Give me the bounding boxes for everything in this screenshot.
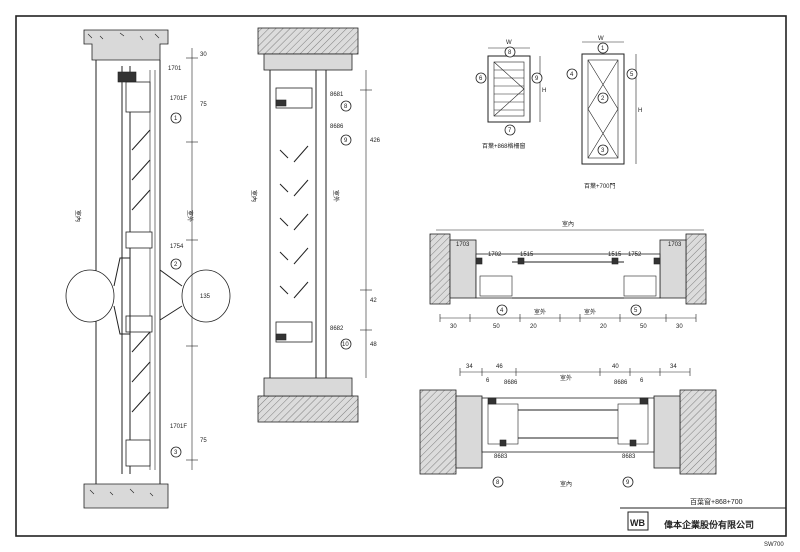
plan-b-wall-left [419, 389, 457, 475]
section-a-ref-2: 2 [174, 262, 178, 268]
door-knob-right [181, 269, 231, 323]
elevation-868-ref-4: 7 [508, 128, 512, 134]
elevation-700-w: W [598, 36, 604, 42]
plan-a-dim-3: 20 [530, 324, 537, 330]
plan-a-bottom-label-right: 室外 [584, 308, 596, 316]
section-b-ref-1: 8 [344, 104, 348, 110]
plan-b-dim-1: 34 [466, 364, 473, 370]
elevation-700-ref-1: 1 [601, 46, 605, 52]
plan-b-dim-3: 40 [612, 364, 619, 370]
sheet-border [15, 15, 787, 537]
plan-a-callout-1: 1703 [456, 242, 470, 248]
plan-b-dim-small-2: 6 [640, 378, 644, 384]
elevation-868-caption: 百葉+868格柵窗 [482, 142, 526, 150]
plan-a-dim-5: 50 [640, 324, 647, 330]
plan-a-dim-2: 50 [493, 324, 500, 330]
elevation-868-ref-2: 8 [508, 50, 512, 56]
plan-b-callout-3: 8683 [494, 454, 508, 460]
section-a-interior-label: 室內 [74, 210, 82, 222]
elevation-868-h: H [542, 88, 546, 94]
plan-a-dim-6: 30 [676, 324, 683, 330]
elevation-700-ref-2: 4 [570, 72, 574, 78]
section-b-callout-1: 8681 [330, 92, 344, 98]
plan-b: 室外 34 46 40 34 6 6 8686 8686 8683 8683 8… [419, 364, 717, 488]
section-b-interior-label: 室內 [250, 190, 258, 202]
elevation-700-h: H [638, 108, 642, 114]
section-b-dim-2: 42 [370, 298, 377, 304]
section-b-bottom-slab [257, 395, 359, 423]
section-a-ref-3: 3 [174, 450, 178, 456]
company-logo-text: WB [630, 518, 645, 528]
title-block: 百葉窗+868+700 WB 偉本企業股份有限公司 SW700 [620, 497, 786, 548]
plan-b-callout-2: 8686 [614, 380, 628, 386]
section-a: 室內 室外 30 75 135 75 1701 1701F 1754 1701F… [65, 29, 231, 509]
section-a-ref-1: 1 [174, 116, 178, 122]
section-a-bottom-slab [83, 483, 169, 509]
section-a-callout-2: 1701F [170, 96, 187, 102]
elevation-868-w: W [506, 40, 512, 46]
company-logo [627, 511, 649, 531]
company-name: 偉本企業股份有限公司 [664, 519, 754, 530]
section-b-ref-2: 9 [344, 138, 348, 144]
plan-a-callout-3: 1515 [520, 252, 534, 258]
plan-b-callout-4: 8683 [622, 454, 636, 460]
elevation-700: W H 1 4 5 2 3 百葉+700門 [566, 36, 642, 190]
plan-a-ref-1: 4 [500, 308, 504, 314]
plan-a-callout-5: 1752 [628, 252, 642, 258]
elevation-868: W H 6 8 9 7 百葉+868格柵窗 [475, 40, 546, 150]
section-a-dim-4: 75 [200, 438, 207, 444]
plan-b-callout-1: 8686 [504, 380, 518, 386]
plan-b-ref-1: 8 [496, 480, 500, 486]
elevation-868-ref-1: 6 [479, 76, 483, 82]
sheet-number: SW700 [764, 542, 784, 548]
section-a-callout-3: 1754 [170, 244, 184, 250]
plan-b-dim-4: 34 [670, 364, 677, 370]
elevation-700-ref-5: 3 [601, 148, 605, 154]
plan-a-top-label: 室內 [562, 220, 574, 228]
plan-b-dim-small-1: 6 [486, 378, 490, 384]
section-a-exterior-label: 室外 [186, 210, 194, 222]
plan-a-wall-left [429, 233, 451, 305]
section-b-exterior-label: 室外 [332, 190, 340, 202]
section-b-callout-3: 8682 [330, 326, 344, 332]
section-a-callout-1: 1701 [168, 66, 182, 72]
drawing-title: 百葉窗+868+700 [690, 497, 743, 506]
plan-b-dim-2: 46 [496, 364, 503, 370]
plan-a-dim-4: 20 [600, 324, 607, 330]
section-a-dim-2: 75 [200, 102, 207, 108]
elevation-700-ref-3: 5 [630, 72, 634, 78]
plan-a-dim-1: 30 [450, 324, 457, 330]
section-b-dim-1: 426 [370, 138, 381, 144]
elevation-868-ref-3: 9 [535, 76, 539, 82]
plan-a-bottom-label-left: 室外 [534, 308, 546, 316]
plan-b-wall-right [679, 389, 717, 475]
section-a-dim-3: 135 [200, 294, 211, 300]
plan-a: 室內 1703 1702 1515 1515 1752 1703 4 5 30 … [429, 220, 707, 330]
plan-a-ref-2: 5 [634, 308, 638, 314]
section-b-callout-2: 8686 [330, 124, 344, 130]
section-a-callout-4: 1701F [170, 424, 187, 430]
elevation-700-ref-4: 2 [601, 96, 605, 102]
plan-b-bottom-label: 室內 [560, 480, 572, 488]
section-b-top-slab [257, 27, 359, 55]
plan-b-ref-2: 9 [626, 480, 630, 486]
plan-a-callout-6: 1703 [668, 242, 682, 248]
plan-a-callout-2: 1702 [488, 252, 502, 258]
plan-b-top-label: 室外 [560, 374, 572, 382]
section-a-dim-1: 30 [200, 52, 207, 58]
elevation-700-caption: 百葉+700門 [584, 182, 616, 190]
door-knob-left [65, 269, 115, 323]
section-b: 室內 室外 426 42 48 8681 8686 8682 8 9 10 [250, 27, 381, 423]
section-b-dim-3: 48 [370, 342, 377, 348]
section-b-ref-3: 10 [342, 342, 349, 348]
plan-a-wall-right [685, 233, 707, 305]
plan-a-callout-4: 1515 [608, 252, 622, 258]
